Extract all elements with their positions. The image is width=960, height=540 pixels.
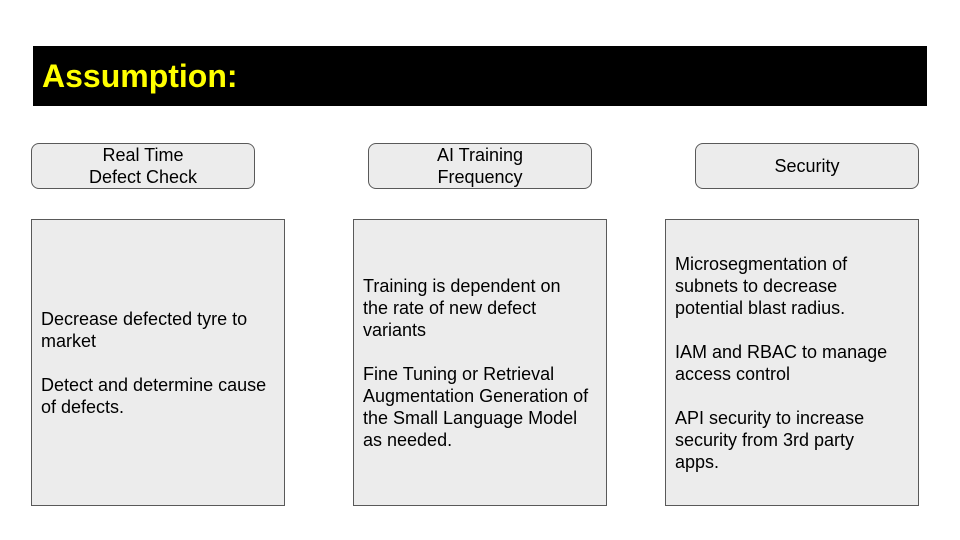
header-line: AI Training	[436, 145, 524, 165]
text-line: Detect and determine cause	[41, 374, 267, 395]
text-line: security from 3rd party	[675, 429, 855, 450]
text-line: the rate of new defect	[363, 297, 537, 318]
text-line: access control	[675, 363, 791, 384]
paragraph: Training is dependent on the rate of new…	[363, 275, 597, 341]
text-line: as needed.	[363, 429, 453, 450]
content-box-ai-training-frequency: Training is dependent on the rate of new…	[353, 219, 607, 506]
text-line: Microsegmentation of	[675, 253, 848, 274]
paragraph: API security to increase security from 3…	[675, 407, 909, 473]
text-line: the Small Language Model	[363, 407, 578, 428]
content-box-real-time-defect-check: Decrease defected tyre to market Detect …	[31, 219, 285, 506]
header-box-security: Security	[695, 143, 919, 189]
text-line: subnets to decrease	[675, 275, 838, 296]
text-line: market	[41, 330, 97, 351]
text-line: apps.	[675, 451, 720, 472]
header-line: Real Time	[102, 145, 184, 165]
text-line: Training is dependent on	[363, 275, 561, 296]
text-line: potential blast radius.	[675, 297, 846, 318]
slide-title: Assumption:	[42, 58, 238, 94]
header-line: Security	[774, 156, 840, 176]
text-line: Fine Tuning or Retrieval	[363, 363, 555, 384]
header-box-real-time-defect-check: Real Time Defect Check	[31, 143, 255, 189]
text-line: Decrease defected tyre to	[41, 308, 248, 329]
paragraph: IAM and RBAC to manage access control	[675, 341, 909, 385]
content-box-security: Microsegmentation of subnets to decrease…	[665, 219, 919, 506]
header-line: Frequency	[437, 167, 523, 187]
title-banner: Assumption:	[33, 46, 927, 106]
text-line: API security to increase	[675, 407, 865, 428]
paragraph: Detect and determine cause of defects.	[41, 374, 275, 418]
text-line: variants	[363, 319, 427, 340]
paragraph: Decrease defected tyre to market	[41, 308, 275, 352]
text-line: Augmentation Generation of	[363, 385, 589, 406]
text-line: IAM and RBAC to manage	[675, 341, 888, 362]
header-box-ai-training-frequency: AI Training Frequency	[368, 143, 592, 189]
paragraph: Fine Tuning or Retrieval Augmentation Ge…	[363, 363, 597, 451]
paragraph: Microsegmentation of subnets to decrease…	[675, 253, 909, 319]
text-line: of defects.	[41, 396, 125, 417]
header-line: Defect Check	[88, 167, 198, 187]
